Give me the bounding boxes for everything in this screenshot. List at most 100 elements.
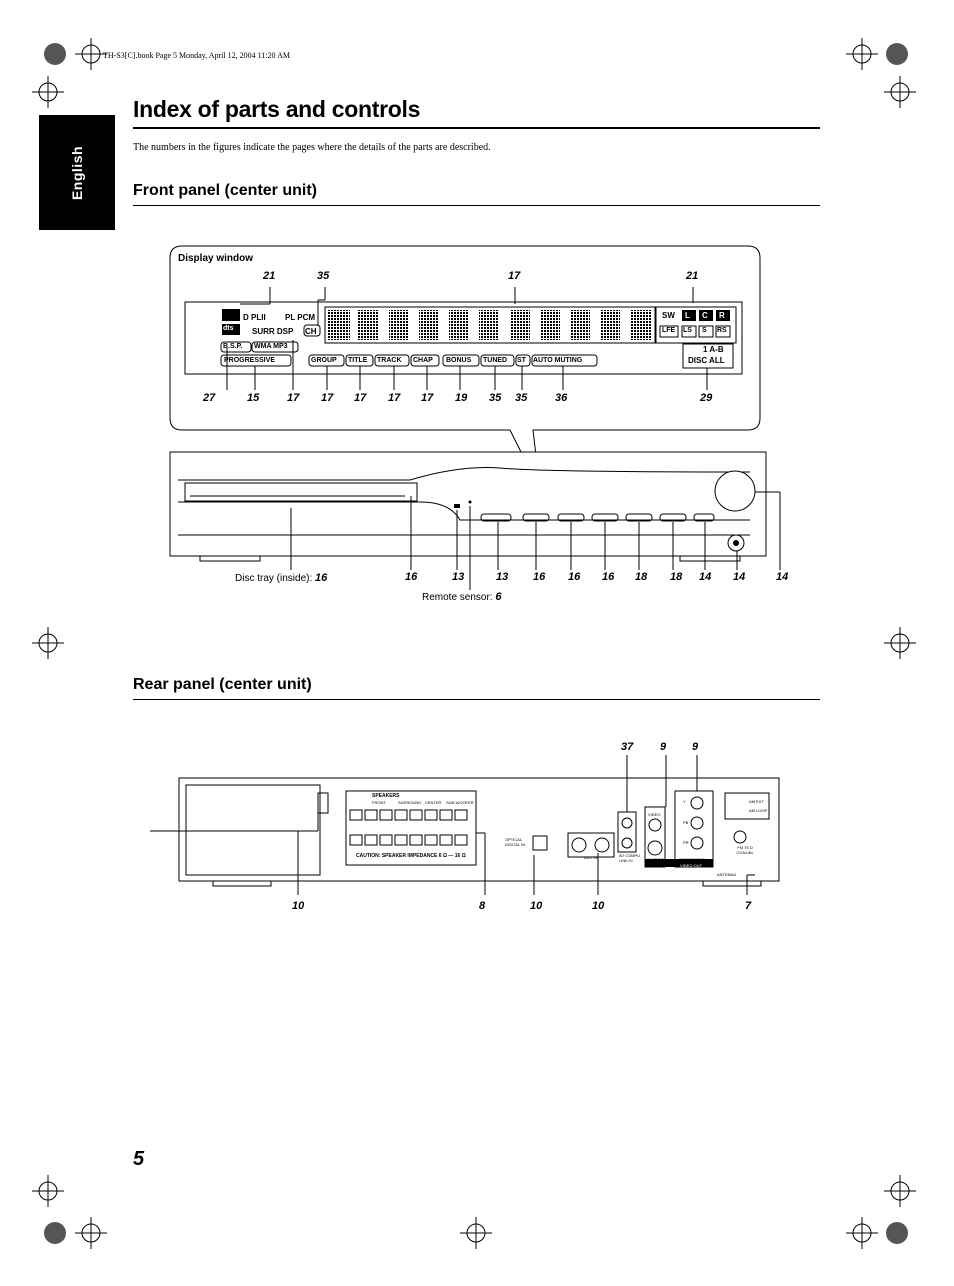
page-title: Index of parts and controls — [133, 96, 421, 122]
sw-indicator: SW — [662, 311, 675, 320]
dts-logo: dts — [223, 325, 234, 332]
page-ref: 8 — [479, 900, 486, 912]
page-ref: 16 — [602, 571, 615, 583]
crosshair-icon — [32, 1175, 64, 1207]
page-ref: 27 — [203, 392, 216, 404]
language-tab: English — [39, 115, 115, 230]
svideo-label: S-VIDEO — [647, 857, 664, 862]
page-ref: 13 — [452, 571, 465, 583]
language-label: English — [69, 145, 85, 200]
page-ref: 21 — [263, 270, 276, 282]
page-ref: 18 — [635, 571, 648, 583]
crosshair-icon — [884, 76, 916, 108]
crosshair-icon — [846, 1217, 878, 1249]
intro-text: The numbers in the figures indicate the … — [133, 142, 491, 153]
remote-sensor-label: Remote sensor: 6 — [422, 591, 502, 603]
page-ref: 13 — [496, 571, 509, 583]
bonus-indicator: BONUS — [446, 357, 472, 364]
disc-tray-text: Disc tray (inside): — [235, 573, 316, 584]
ch-indicator: CH — [305, 327, 317, 336]
page-ref: 29 — [700, 392, 713, 404]
crosshair-icon — [75, 1217, 107, 1249]
group-indicator: GROUP — [311, 357, 337, 364]
file-header: TH-S3[C].book Page 5 Monday, April 12, 2… — [103, 51, 290, 60]
c-indicator: C — [702, 311, 708, 320]
page-ref: 14 — [699, 571, 712, 583]
repeat-ab-indicator: 1 A-B — [703, 345, 724, 354]
crosshair-icon — [460, 1217, 492, 1249]
page-ref: 35 — [515, 392, 528, 404]
page-ref: 14 — [776, 571, 789, 583]
crosshair-icon — [884, 1175, 916, 1207]
front-panel-diagram — [169, 245, 781, 590]
page-ref: 19 — [455, 392, 468, 404]
r-indicator: R — [719, 311, 725, 320]
page-ref: 16 — [568, 571, 581, 583]
crosshair-icon — [884, 627, 916, 659]
page-ref: 10 — [530, 900, 543, 912]
surr-dsp-indicator: SURR DSP — [252, 327, 294, 336]
page-ref: 17 — [354, 392, 367, 404]
track-indicator: TRACK — [377, 357, 402, 364]
dot-matrix — [328, 310, 350, 340]
page-ref: 17 — [388, 392, 401, 404]
bsp-indicator: B.S.P. — [223, 343, 243, 350]
page-ref: 36 — [555, 392, 568, 404]
front-rule — [133, 205, 820, 206]
color-dot-icon — [886, 1222, 908, 1244]
antenna-label: ANTENNA — [717, 872, 737, 877]
chap-indicator: CHAP — [413, 357, 433, 364]
video-out-label: VIDEO OUT — [680, 863, 703, 868]
ls-indicator: LS — [683, 327, 692, 334]
page-ref: 15 — [247, 392, 260, 404]
wma-mp3-indicator: WMA MP3 — [254, 343, 288, 350]
surround-speaker-label: SURROUND — [398, 800, 422, 805]
progressive-indicator: PROGRESSIVE — [224, 357, 275, 364]
rear-heading: Rear panel (center unit) — [133, 676, 312, 693]
plpcm-indicator: PL PCM — [285, 313, 316, 322]
page-ref: 35 — [489, 392, 502, 404]
page-ref: 10 — [592, 900, 605, 912]
page-ref: 17 — [287, 392, 300, 404]
auto-muting-indicator: AUTO MUTING — [533, 357, 583, 364]
y-label: Y — [683, 799, 686, 804]
lfe-indicator: LFE — [662, 327, 676, 334]
page-ref: 17 — [508, 270, 521, 282]
subwoofer-speaker-label: SUB-WOOFER — [446, 800, 474, 805]
am-loop-label: AM LOOP — [749, 808, 768, 813]
remote-sensor-text: Remote sensor: — [422, 592, 496, 603]
disc-tray-page: 16 — [315, 572, 328, 584]
crosshair-icon — [32, 627, 64, 659]
l-indicator: L — [685, 311, 690, 320]
optical-label: OPTICAL DIGITAL IN — [505, 837, 526, 847]
title-indicator: TITLE — [348, 357, 368, 364]
page-ref: 7 — [745, 900, 752, 912]
page-ref: 18 — [670, 571, 683, 583]
am-ext-label: AM EXT — [749, 799, 764, 804]
color-dot-icon — [44, 1222, 66, 1244]
speakers-label: SPEAKERS — [372, 793, 400, 799]
page-ref: 14 — [733, 571, 746, 583]
page-ref: 21 — [686, 270, 699, 282]
crosshair-icon — [75, 38, 107, 70]
fm-label: FM 75 Ω COAXIAL — [736, 845, 754, 855]
page-ref: 10 — [292, 900, 305, 912]
video-label: VIDEO — [648, 812, 661, 817]
caution-label: CAUTION: SPEAKER IMPEDANCE 6 Ω — 16 Ω — [356, 853, 466, 859]
rear-panel-diagram — [150, 755, 780, 895]
page-ref: 16 — [533, 571, 546, 583]
crosshair-icon — [32, 76, 64, 108]
page-ref: 9 — [660, 741, 667, 753]
page-number: 5 — [133, 1148, 145, 1170]
disc-all-indicator: DISC ALL — [688, 356, 725, 365]
tuned-indicator: TUNED — [483, 357, 508, 364]
compulink-label: AV COMPU LINK-III — [619, 853, 641, 863]
page-ref: 35 — [317, 270, 330, 282]
page-ref: 37 — [621, 741, 634, 753]
s-indicator: S — [702, 327, 707, 334]
st-indicator: ST — [517, 357, 526, 364]
crosshair-icon — [846, 38, 878, 70]
dolby-indicator: D PLII — [243, 313, 266, 322]
rs-indicator: RS — [717, 327, 727, 334]
